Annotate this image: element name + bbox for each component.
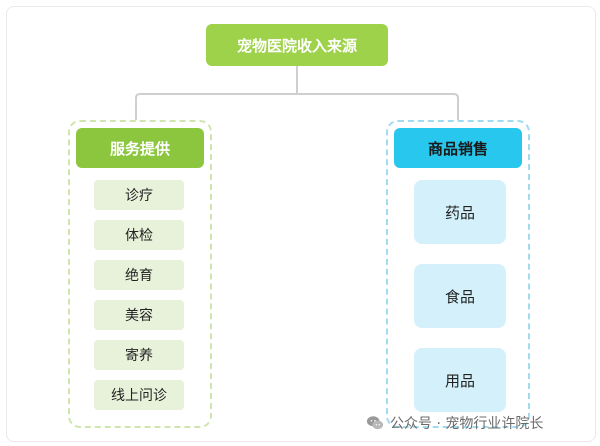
left-item-node: 寄养	[94, 340, 184, 370]
left-item-node: 绝育	[94, 260, 184, 290]
right-group-frame	[386, 120, 530, 428]
right-category-header: 商品销售	[394, 128, 522, 168]
left-item-node: 体检	[94, 220, 184, 250]
connector-right	[297, 93, 459, 120]
watermark-text: 公众号 · 宠物行业许院长	[390, 416, 544, 432]
connector-left	[135, 66, 298, 120]
left-item-node: 美容	[94, 300, 184, 330]
watermark: 公众号 · 宠物行业许院长	[366, 410, 543, 436]
right-item-node: 药品	[414, 180, 506, 244]
right-item-node: 用品	[414, 348, 506, 412]
left-category-header: 服务提供	[76, 128, 204, 168]
root-node-title: 宠物医院收入来源	[206, 24, 388, 66]
left-item-node: 诊疗	[94, 180, 184, 210]
left-item-node: 线上问诊	[94, 380, 184, 410]
left-group-frame	[68, 120, 212, 428]
right-item-node: 食品	[414, 264, 506, 328]
wechat-icon	[366, 416, 384, 430]
